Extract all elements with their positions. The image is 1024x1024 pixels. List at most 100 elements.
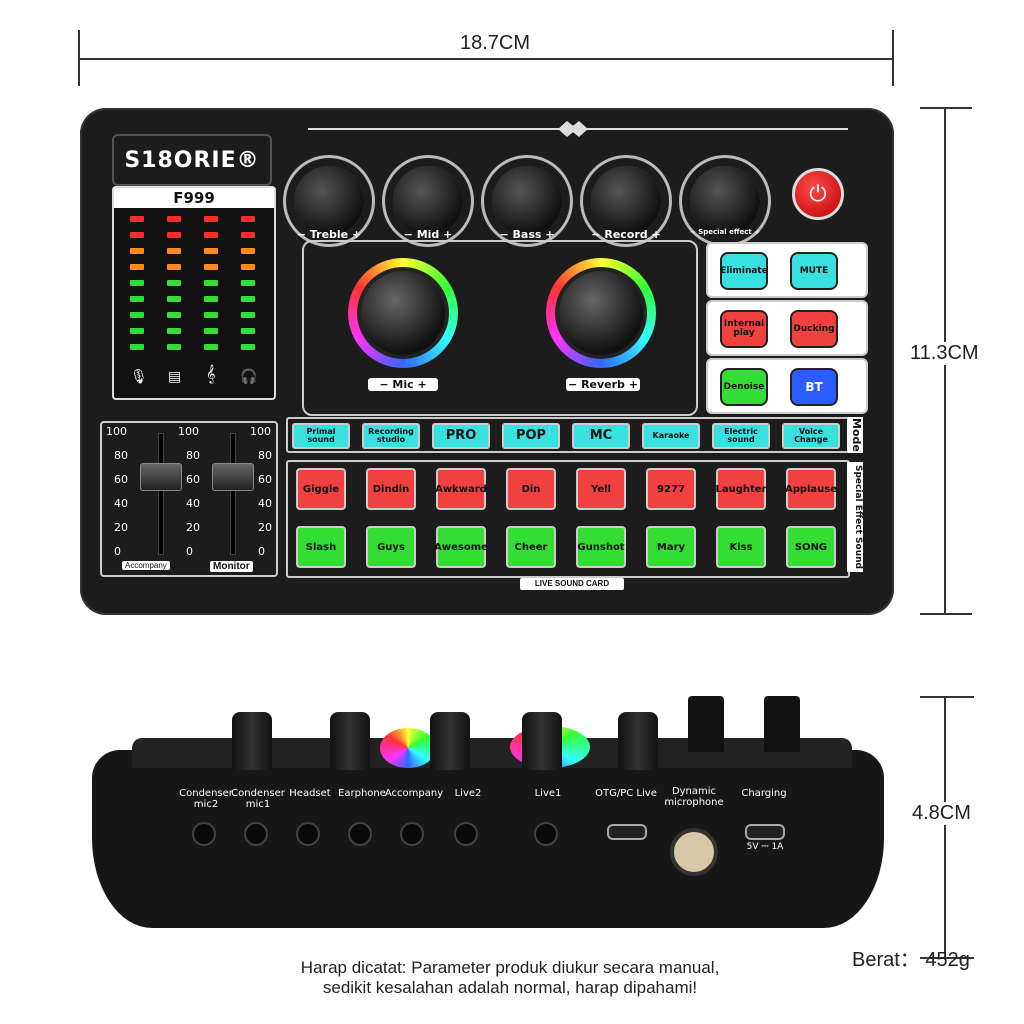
knob-mid[interactable]: [393, 166, 463, 236]
function-button-mute[interactable]: MUTE: [790, 252, 838, 290]
mode-button-voice-change[interactable]: Voice Change: [782, 423, 840, 449]
side-knob-5[interactable]: [618, 712, 658, 770]
audio-jack[interactable]: [400, 822, 424, 846]
function-button-denoise[interactable]: Denoise: [720, 368, 768, 406]
meter-led: [130, 264, 144, 270]
effect-button-gunshot[interactable]: Gunshot: [576, 526, 626, 568]
function-button-bt[interactable]: BT: [790, 368, 838, 406]
reverb-knob-label: − Reverb +: [566, 378, 640, 391]
xlr-jack[interactable]: [670, 828, 718, 876]
depth-tick-bottom: [920, 957, 974, 959]
port-label: Dynamic microphone: [664, 786, 724, 808]
audio-jack[interactable]: [534, 822, 558, 846]
effect-button-mary[interactable]: Mary: [646, 526, 696, 568]
depth-dimension-line: [944, 696, 946, 958]
knob-special-effect[interactable]: [690, 166, 760, 236]
meter-led: [204, 344, 218, 350]
usb-c-port[interactable]: [607, 824, 647, 840]
audio-jack[interactable]: [348, 822, 372, 846]
mode-button-recording-studio[interactable]: Recording studio: [362, 423, 420, 449]
effect-button-laughter[interactable]: Laughter: [716, 468, 767, 510]
effect-button-guys[interactable]: Guys: [366, 526, 416, 568]
knob-label: − Record +: [591, 228, 661, 241]
meter-led: [241, 280, 255, 286]
mode-button-electric-sound[interactable]: Electric sound: [712, 423, 770, 449]
disclaimer-line-1: Harap dicatat: Parameter produk diukur s…: [300, 958, 720, 977]
accompany-track: [158, 433, 164, 555]
monitor-fader[interactable]: [212, 463, 254, 491]
meter-led: [241, 232, 255, 238]
fader-scale-label: 20: [114, 521, 128, 534]
knob-record[interactable]: [591, 166, 661, 236]
effect-button-giggle[interactable]: Giggle: [296, 468, 346, 510]
mode-button-pop[interactable]: POP: [502, 423, 560, 449]
fader-scale-label: 20: [258, 521, 272, 534]
brand-logo: S18ORIE®: [112, 134, 272, 186]
effect-button-cheer[interactable]: Cheer: [506, 526, 556, 568]
meter-led: [204, 248, 218, 254]
effect-button-slash[interactable]: Slash: [296, 526, 346, 568]
weight: Berat： 452g: [852, 943, 970, 972]
reverb-knob[interactable]: [546, 258, 656, 368]
width-tick-right: [892, 30, 894, 86]
effect-button-applause[interactable]: Applause: [785, 468, 837, 510]
audio-jack[interactable]: [454, 822, 478, 846]
height-tick-top: [920, 107, 972, 109]
level-meter: F999 🎙 ▤ 𝄞 🎧: [112, 186, 276, 400]
knob-bass[interactable]: [492, 166, 562, 236]
effect-button-dindin[interactable]: Dindin: [366, 468, 416, 510]
side-knob-4[interactable]: [522, 712, 562, 770]
function-button-internal-play[interactable]: Internal play: [720, 310, 768, 348]
audio-jack[interactable]: [244, 822, 268, 846]
meter-led: [204, 216, 218, 222]
meter-led: [167, 280, 181, 286]
mode-title: Mode: [847, 417, 863, 453]
fader-scale-label: 80: [258, 449, 272, 462]
side-fader-2[interactable]: [764, 696, 800, 752]
mode-button-karaoke[interactable]: Karaoke: [642, 423, 700, 449]
meter-led: [241, 248, 255, 254]
main-knob-panel: [302, 240, 698, 416]
port-label: OTG/PC Live: [595, 788, 657, 799]
card-label: LIVE SOUND CARD: [520, 578, 624, 590]
port-label: Live2: [454, 788, 482, 799]
accompany-fader[interactable]: [140, 463, 182, 491]
side-knob-3[interactable]: [430, 712, 470, 770]
knob-treble[interactable]: [294, 166, 364, 236]
usb-c-port[interactable]: [745, 824, 785, 840]
fader-scale-label: 100: [106, 425, 127, 438]
disclaimer: Harap dicatat: Parameter produk diukur s…: [180, 958, 840, 998]
effect-button-yell[interactable]: Yell: [576, 468, 626, 510]
reverb-knob-cap: [555, 267, 647, 359]
mode-button-pro[interactable]: PRO: [432, 423, 490, 449]
meter-led: [130, 328, 144, 334]
effect-button-din[interactable]: Din: [506, 468, 556, 510]
fader-scale-label: 40: [114, 497, 128, 510]
effect-button-awkward[interactable]: Awkward: [435, 468, 487, 510]
meter-led: [241, 216, 255, 222]
audio-jack[interactable]: [296, 822, 320, 846]
audio-jack[interactable]: [192, 822, 216, 846]
power-button[interactable]: ⏻: [792, 168, 844, 220]
effect-button-9277[interactable]: 9277: [646, 468, 696, 510]
meter-led: [167, 312, 181, 318]
effect-button-kiss[interactable]: Kiss: [716, 526, 766, 568]
mic-knob-cap: [357, 267, 449, 359]
function-button-ducking[interactable]: Ducking: [790, 310, 838, 348]
side-knob-1[interactable]: [232, 712, 272, 770]
mode-button-primal-sound[interactable]: Primal sound: [292, 423, 350, 449]
meter-led: [167, 296, 181, 302]
meter-led: [130, 216, 144, 222]
decor-emblem-icon: [558, 121, 588, 137]
mode-button-mc[interactable]: MC: [572, 423, 630, 449]
mic-knob[interactable]: [348, 258, 458, 368]
side-fader-1[interactable]: [688, 696, 724, 752]
effect-button-awesome[interactable]: Awesome: [434, 526, 488, 568]
function-button-eliminate[interactable]: Eliminate: [720, 252, 768, 290]
knob-label: − Treble +: [296, 228, 362, 241]
effect-button-song[interactable]: SONG: [786, 526, 836, 568]
side-knob-2[interactable]: [330, 712, 370, 770]
meter-led: [241, 328, 255, 334]
meter-led: [204, 296, 218, 302]
